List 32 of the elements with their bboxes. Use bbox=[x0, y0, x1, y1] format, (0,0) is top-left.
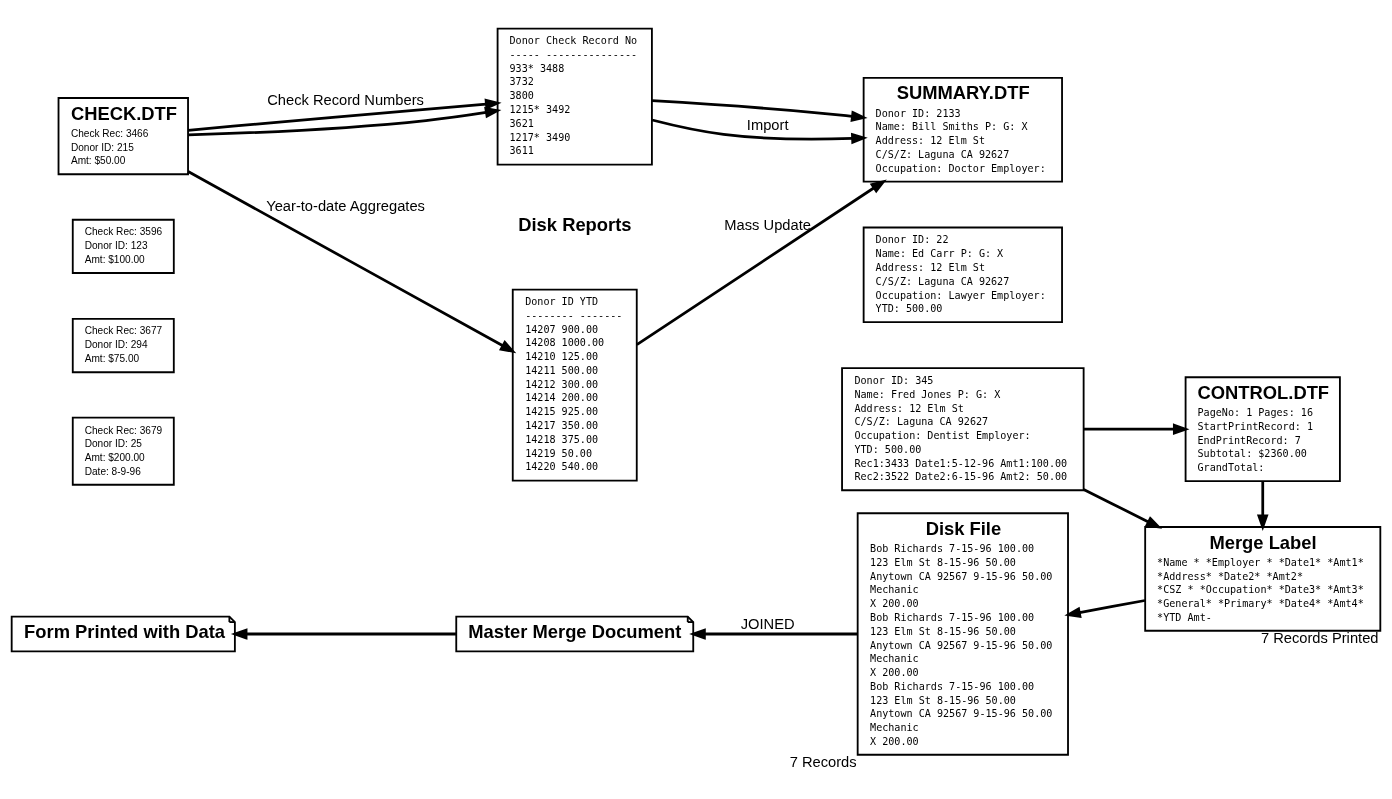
node-label: 7 Records Printed bbox=[1260, 629, 1379, 646]
node-box: Check Rec: 3596 Donor ID: 123 Amt: $100.00 bbox=[71, 218, 175, 274]
node-box: Donor ID: 22 Name: Ed Carr P: G: X Address: 12 Elm St C/S/Z: Laguna CA 92627 Occupation: Lawyer Employer: YTD: 500.00 bbox=[862, 226, 1063, 323]
edge-label: Import bbox=[746, 116, 789, 133]
node-box: Check Rec: 3677 Donor ID: 294 Amt: $75.00 bbox=[71, 317, 175, 373]
arrow bbox=[187, 169, 517, 353]
edge-label: Mass Update bbox=[724, 216, 811, 233]
node-box: Disk File Bob Richards 7-15-96 100.00 123 Elm St 8-15-96 50.00 Anytown CA 92567 9-15-96 50.00 Mechanic X 200.00 Bob Richards 7-15-96 100.00 123 Elm St 8-15-96 50.00 Anytown CA 92567 9-15-96 50.00 Mechanic X 200.00 Bob Richards 7-15-96 100.00 123 Elm St 8-15-96 50.00 Anytown CA 92567 9-15-96 50.00 Mechanic X 200.00 bbox=[856, 511, 1069, 756]
arrow bbox=[651, 98, 868, 122]
edge-label: Check Record Numbers bbox=[267, 91, 424, 108]
node-box: Donor ID YTD -------- ------- 14207 900.00 14208 1000.00 14210 125.00 14211 500.00 14212 300.00 14214 200.00 14215 925.00 14217 350.00 14218 375.00 14219 50.00 14220 540.00 bbox=[511, 288, 638, 482]
arrow bbox=[188, 106, 502, 136]
node-box: Donor Check Record No ----- --------------- 933* 3488 3732 3800 1215* 3492 3621 1217* 3490 3611 bbox=[496, 27, 653, 166]
arrow bbox=[1083, 487, 1163, 529]
node-box: CHECK.DTF Check Rec: 3466 Donor ID: 215 Amt: $50.00 bbox=[57, 96, 189, 175]
arrow bbox=[1256, 480, 1269, 531]
node-box: CONTROL.DTF PageNo: 1 Pages: 16 StartPrintRecord: 1 EndPrintRecord: 7 Subtotal: $2360.00 GrandTotal: bbox=[1184, 375, 1341, 482]
arrow bbox=[651, 118, 868, 144]
arrow bbox=[689, 627, 858, 640]
node-box: SUMMARY.DTF Donor ID: 2133 Name: Bill Smiths P: G: X Address: 12 Elm St C/S/Z: Laguna CA 92627 Occupation: Doctor Employer: bbox=[862, 76, 1063, 183]
node-box: Donor ID: 345 Name: Fred Jones P: G: X Address: 12 Elm St C/S/Z: Laguna CA 92627 Occupation: Dentist Employer: YTD: 500.00 Rec1:3433 Date1:5-12-96 Amt1:100.00 Rec2:3522 Date2:6-15-96 Amt2: 50.00 bbox=[841, 366, 1085, 491]
arrow bbox=[636, 178, 887, 346]
node-box: Merge Label *Name * *Employer * *Date1* *Amt1* *Address* *Date2* *Amt2* *CSZ * *Occupation* *Date3* *Amt3* *General* *Primary* *Date4* *Amt4* *YTD Amt- bbox=[1144, 525, 1382, 632]
arrow bbox=[1064, 598, 1146, 618]
edge-label: Year-to-date Aggregates bbox=[266, 197, 425, 214]
arrow bbox=[230, 627, 456, 640]
label: Disk Reports bbox=[518, 213, 632, 235]
node-box: Check Rec: 3679 Donor ID: 25 Amt: $200.00 Date: 8-9-96 bbox=[71, 416, 175, 486]
arrow bbox=[1083, 422, 1190, 435]
node-label: 7 Records bbox=[789, 753, 857, 770]
arrow bbox=[187, 97, 502, 132]
edge-label: JOINED bbox=[740, 615, 795, 632]
